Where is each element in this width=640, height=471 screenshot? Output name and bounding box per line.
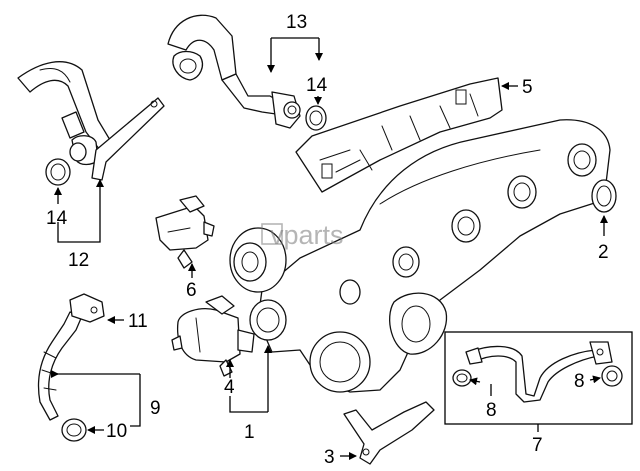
gasket-14-right bbox=[305, 105, 327, 131]
callout-11: 11 bbox=[128, 311, 148, 332]
leader-lines bbox=[51, 37, 608, 460]
heat-shield-5 bbox=[295, 77, 503, 193]
callout-1: 1 bbox=[244, 422, 255, 443]
turbocharger-manifold-1 bbox=[229, 119, 611, 393]
solenoid-6 bbox=[155, 195, 215, 269]
gasket-14-left bbox=[45, 158, 71, 186]
oil-line-9 bbox=[37, 293, 105, 421]
gasket-8-left bbox=[452, 369, 472, 387]
return-line-7 bbox=[465, 341, 613, 403]
bracket-3 bbox=[343, 401, 435, 465]
gasket-10 bbox=[61, 418, 87, 442]
callout-10: 10 bbox=[106, 421, 127, 442]
callout-13: 13 bbox=[286, 12, 307, 33]
callout-7: 7 bbox=[532, 435, 543, 456]
gasket-8-right bbox=[601, 365, 623, 387]
callout-6: 6 bbox=[186, 280, 197, 301]
watermark-logo: vparts bbox=[261, 220, 344, 250]
callout-9: 9 bbox=[150, 398, 161, 419]
callout-14-right: 14 bbox=[306, 75, 328, 96]
callout-2: 2 bbox=[598, 242, 609, 263]
callout-4: 4 bbox=[224, 377, 235, 398]
gasket-2 bbox=[591, 179, 617, 213]
coolant-pipe-13 bbox=[167, 14, 301, 129]
callout-14-left: 14 bbox=[46, 208, 68, 229]
callout-12: 12 bbox=[68, 250, 89, 271]
callout-labels: 1 2 3 4 5 6 7 8 8 9 10 11 12 13 14 14 bbox=[46, 12, 609, 468]
watermark-text: vparts bbox=[270, 220, 344, 250]
wastegate-actuator-4 bbox=[171, 295, 255, 377]
coolant-pipe-12 bbox=[17, 61, 165, 181]
callout-3: 3 bbox=[324, 447, 335, 468]
callout-8-left: 8 bbox=[486, 400, 497, 421]
callout-5: 5 bbox=[522, 77, 533, 98]
callout-8-right: 8 bbox=[574, 371, 585, 392]
